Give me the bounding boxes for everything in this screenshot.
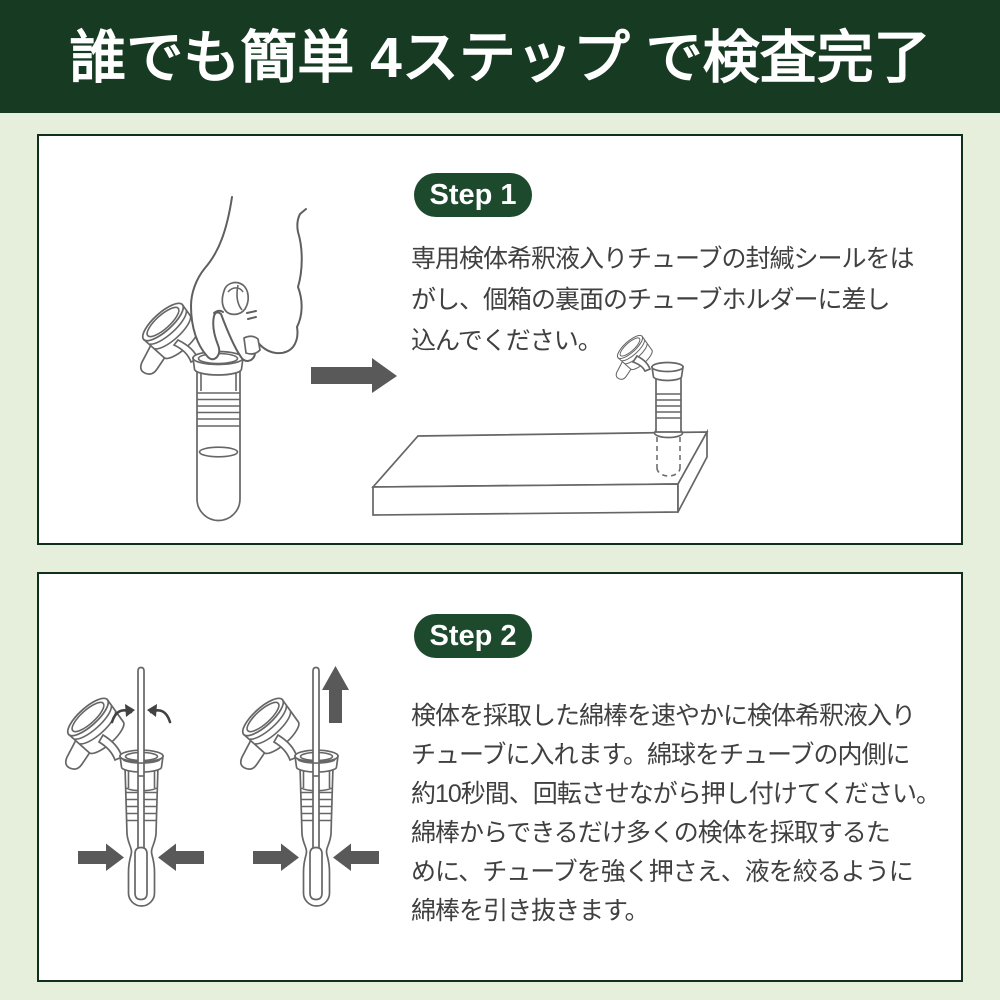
step2-panel: Step 2 検体を採取した綿棒を速やかに検体希釈液入り チューブに入れます。綿… — [37, 572, 963, 982]
page-title: 誰でも簡単 4ステップ で検査完了 — [69, 26, 931, 90]
step1-badge: Step 1 — [414, 173, 532, 217]
step2-badge-label: Step 2 — [429, 620, 517, 652]
step1-instructions: 専用検体希釈液入りチューブの封緘シールをは がし、個箱の裏面のチューブホルダーに… — [411, 245, 915, 355]
step2-badge: Step 2 — [414, 614, 532, 658]
step1-badge-label: Step 1 — [429, 179, 517, 211]
title-banner: 誰でも簡単 4ステップ で検査完了 — [0, 0, 1000, 113]
step1-panel: Step 1 専用検体希釈液入りチューブの封緘シールをは がし、個箱の裏面のチュ… — [37, 134, 963, 545]
step2-instructions: 検体を採取した綿棒を速やかに検体希釈液入り チューブに入れます。綿球をチューブの… — [411, 702, 941, 925]
